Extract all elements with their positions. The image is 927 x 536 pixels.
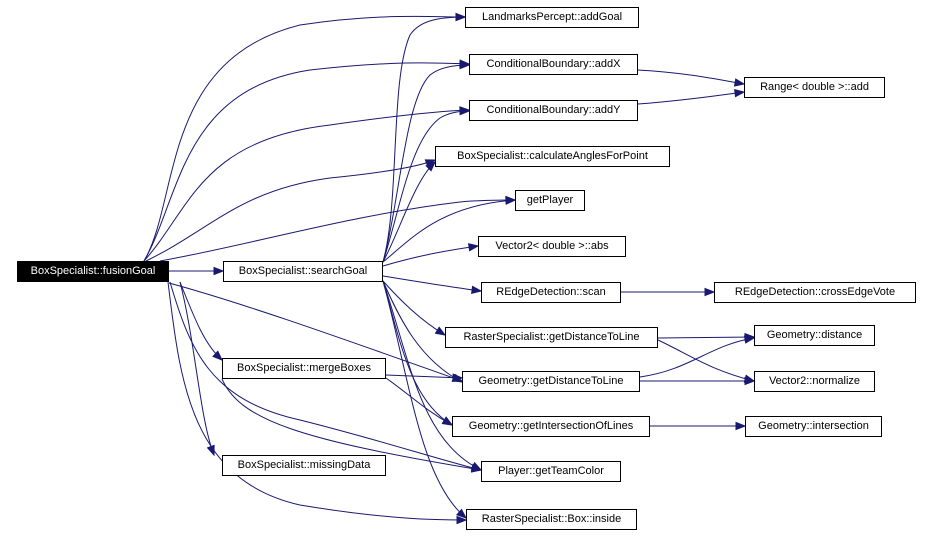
edge-fusion-to-merge-boxes (179, 281, 223, 361)
edge-search-to-add-x (382, 64, 470, 263)
node-fusion-goal[interactable]: BoxSpecialist::fusionGoal (17, 261, 169, 282)
edge-search-to-raster-dist (382, 280, 446, 336)
edge-search-to-box-inside (382, 280, 467, 519)
edge-addx-to-range-arrowhead (733, 78, 746, 87)
edge-fusion-to-add-y (143, 109, 470, 262)
edge-raster-dist-to-geo-distance (657, 336, 755, 339)
edge-fusion-to-box-inside (167, 281, 467, 521)
edge-search-to-scan (382, 275, 482, 292)
edge-search-to-add-y (382, 110, 470, 263)
node-player-team-color[interactable]: Player::getTeamColor (481, 461, 621, 482)
edge-search-to-raster-dist-arrowhead (434, 326, 447, 336)
edge-geo-dist-to-normalize-arrowhead (744, 376, 756, 386)
edge-search-to-team-color (382, 280, 482, 471)
edge-geo-dist-to-geo-distance-arrowhead (743, 335, 756, 344)
edge-addy-to-range (637, 91, 745, 105)
edge-search-to-get-player-arrowhead (505, 196, 517, 205)
node-calculate-angles[interactable]: BoxSpecialist::calculateAnglesForPoint (435, 146, 670, 167)
edge-merge-to-geo-intersect-arrowhead (441, 416, 454, 426)
node-raster-distance-line[interactable]: RasterSpecialist::getDistanceToLine (445, 327, 658, 348)
edge-fusion-to-team-color (169, 281, 482, 471)
edge-search-to-get-player (382, 199, 516, 263)
edge-search-to-vec-abs-arrowhead (467, 243, 480, 252)
edge-merge-to-geo-dist-arrowhead (452, 373, 464, 382)
edge-fusion-to-calc-angles (145, 159, 436, 262)
edge-addy-to-range-arrowhead (734, 89, 746, 98)
node-get-player[interactable]: getPlayer (515, 190, 585, 211)
node-vector2-abs[interactable]: Vector2< double >::abs (478, 236, 626, 257)
edge-fusion-to-add-x (143, 62, 470, 262)
node-geometry-intersection-lines[interactable]: Geometry::getIntersectionOfLines (452, 416, 650, 437)
edge-fusion-to-box-inside-arrowhead (456, 515, 468, 525)
edge-search-to-calc-angles-arrowhead (425, 161, 436, 172)
node-vector2-normalize[interactable]: Vector2::normalize (754, 371, 875, 392)
node-redge-scan[interactable]: REdgeDetection::scan (481, 282, 621, 303)
edge-addx-to-range (637, 69, 745, 85)
edge-search-to-geo-dist (382, 280, 463, 383)
edge-merge-to-geo-dist (385, 374, 463, 379)
node-search-goal[interactable]: BoxSpecialist::searchGoal (223, 261, 383, 282)
node-landmarks-add-goal[interactable]: LandmarksPercept::addGoal (465, 7, 639, 28)
node-geometry-intersection[interactable]: Geometry::intersection (745, 416, 882, 437)
edge-raster-dist-to-normalize (657, 339, 755, 382)
node-merge-boxes[interactable]: BoxSpecialist::mergeBoxes (222, 358, 386, 379)
edge-fusion-to-search-goal-arrowhead (213, 266, 225, 276)
edge-search-to-box-inside-arrowhead (456, 508, 468, 519)
edge-search-to-vec-abs (382, 245, 479, 267)
edge-fusion-to-merge-boxes-arrowhead (212, 350, 224, 361)
edge-merge-to-team-color (221, 378, 482, 471)
node-missing-data[interactable]: BoxSpecialist::missingData (222, 455, 386, 476)
edge-search-to-add-x-arrowhead (459, 60, 471, 70)
node-raster-box-inside[interactable]: RasterSpecialist::Box::inside (466, 509, 637, 530)
node-conditional-add-x[interactable]: ConditionalBoundary::addX (469, 54, 638, 75)
node-cross-edge-vote[interactable]: REdgeDetection::crossEdgeVote (714, 282, 916, 303)
edge-search-to-add-y-arrowhead (459, 106, 471, 116)
edge-geo-dist-to-geo-distance (639, 337, 755, 378)
edge-search-to-scan-arrowhead (471, 285, 483, 294)
edge-fusion-to-add-goal (143, 15, 466, 262)
edge-fusion-to-geo-dist-line (168, 282, 463, 382)
edge-fusion-to-get-player (159, 199, 516, 262)
edge-search-to-add-goal (382, 16, 466, 263)
node-range-add[interactable]: Range< double >::add (744, 77, 885, 98)
edge-fusion-to-missing-data (179, 281, 215, 456)
node-geometry-distance[interactable]: Geometry::distance (754, 325, 875, 346)
node-conditional-add-y[interactable]: ConditionalBoundary::addY (469, 100, 638, 121)
edge-search-to-add-goal-arrowhead (455, 12, 467, 22)
edge-merge-to-team-color-arrowhead (470, 464, 483, 473)
node-geometry-distance-line[interactable]: Geometry::getDistanceToLine (462, 371, 640, 392)
edge-geo-intersect-to-intersection-arrowhead (735, 421, 747, 431)
edge-scan-to-cross-edge-arrowhead (704, 287, 716, 297)
